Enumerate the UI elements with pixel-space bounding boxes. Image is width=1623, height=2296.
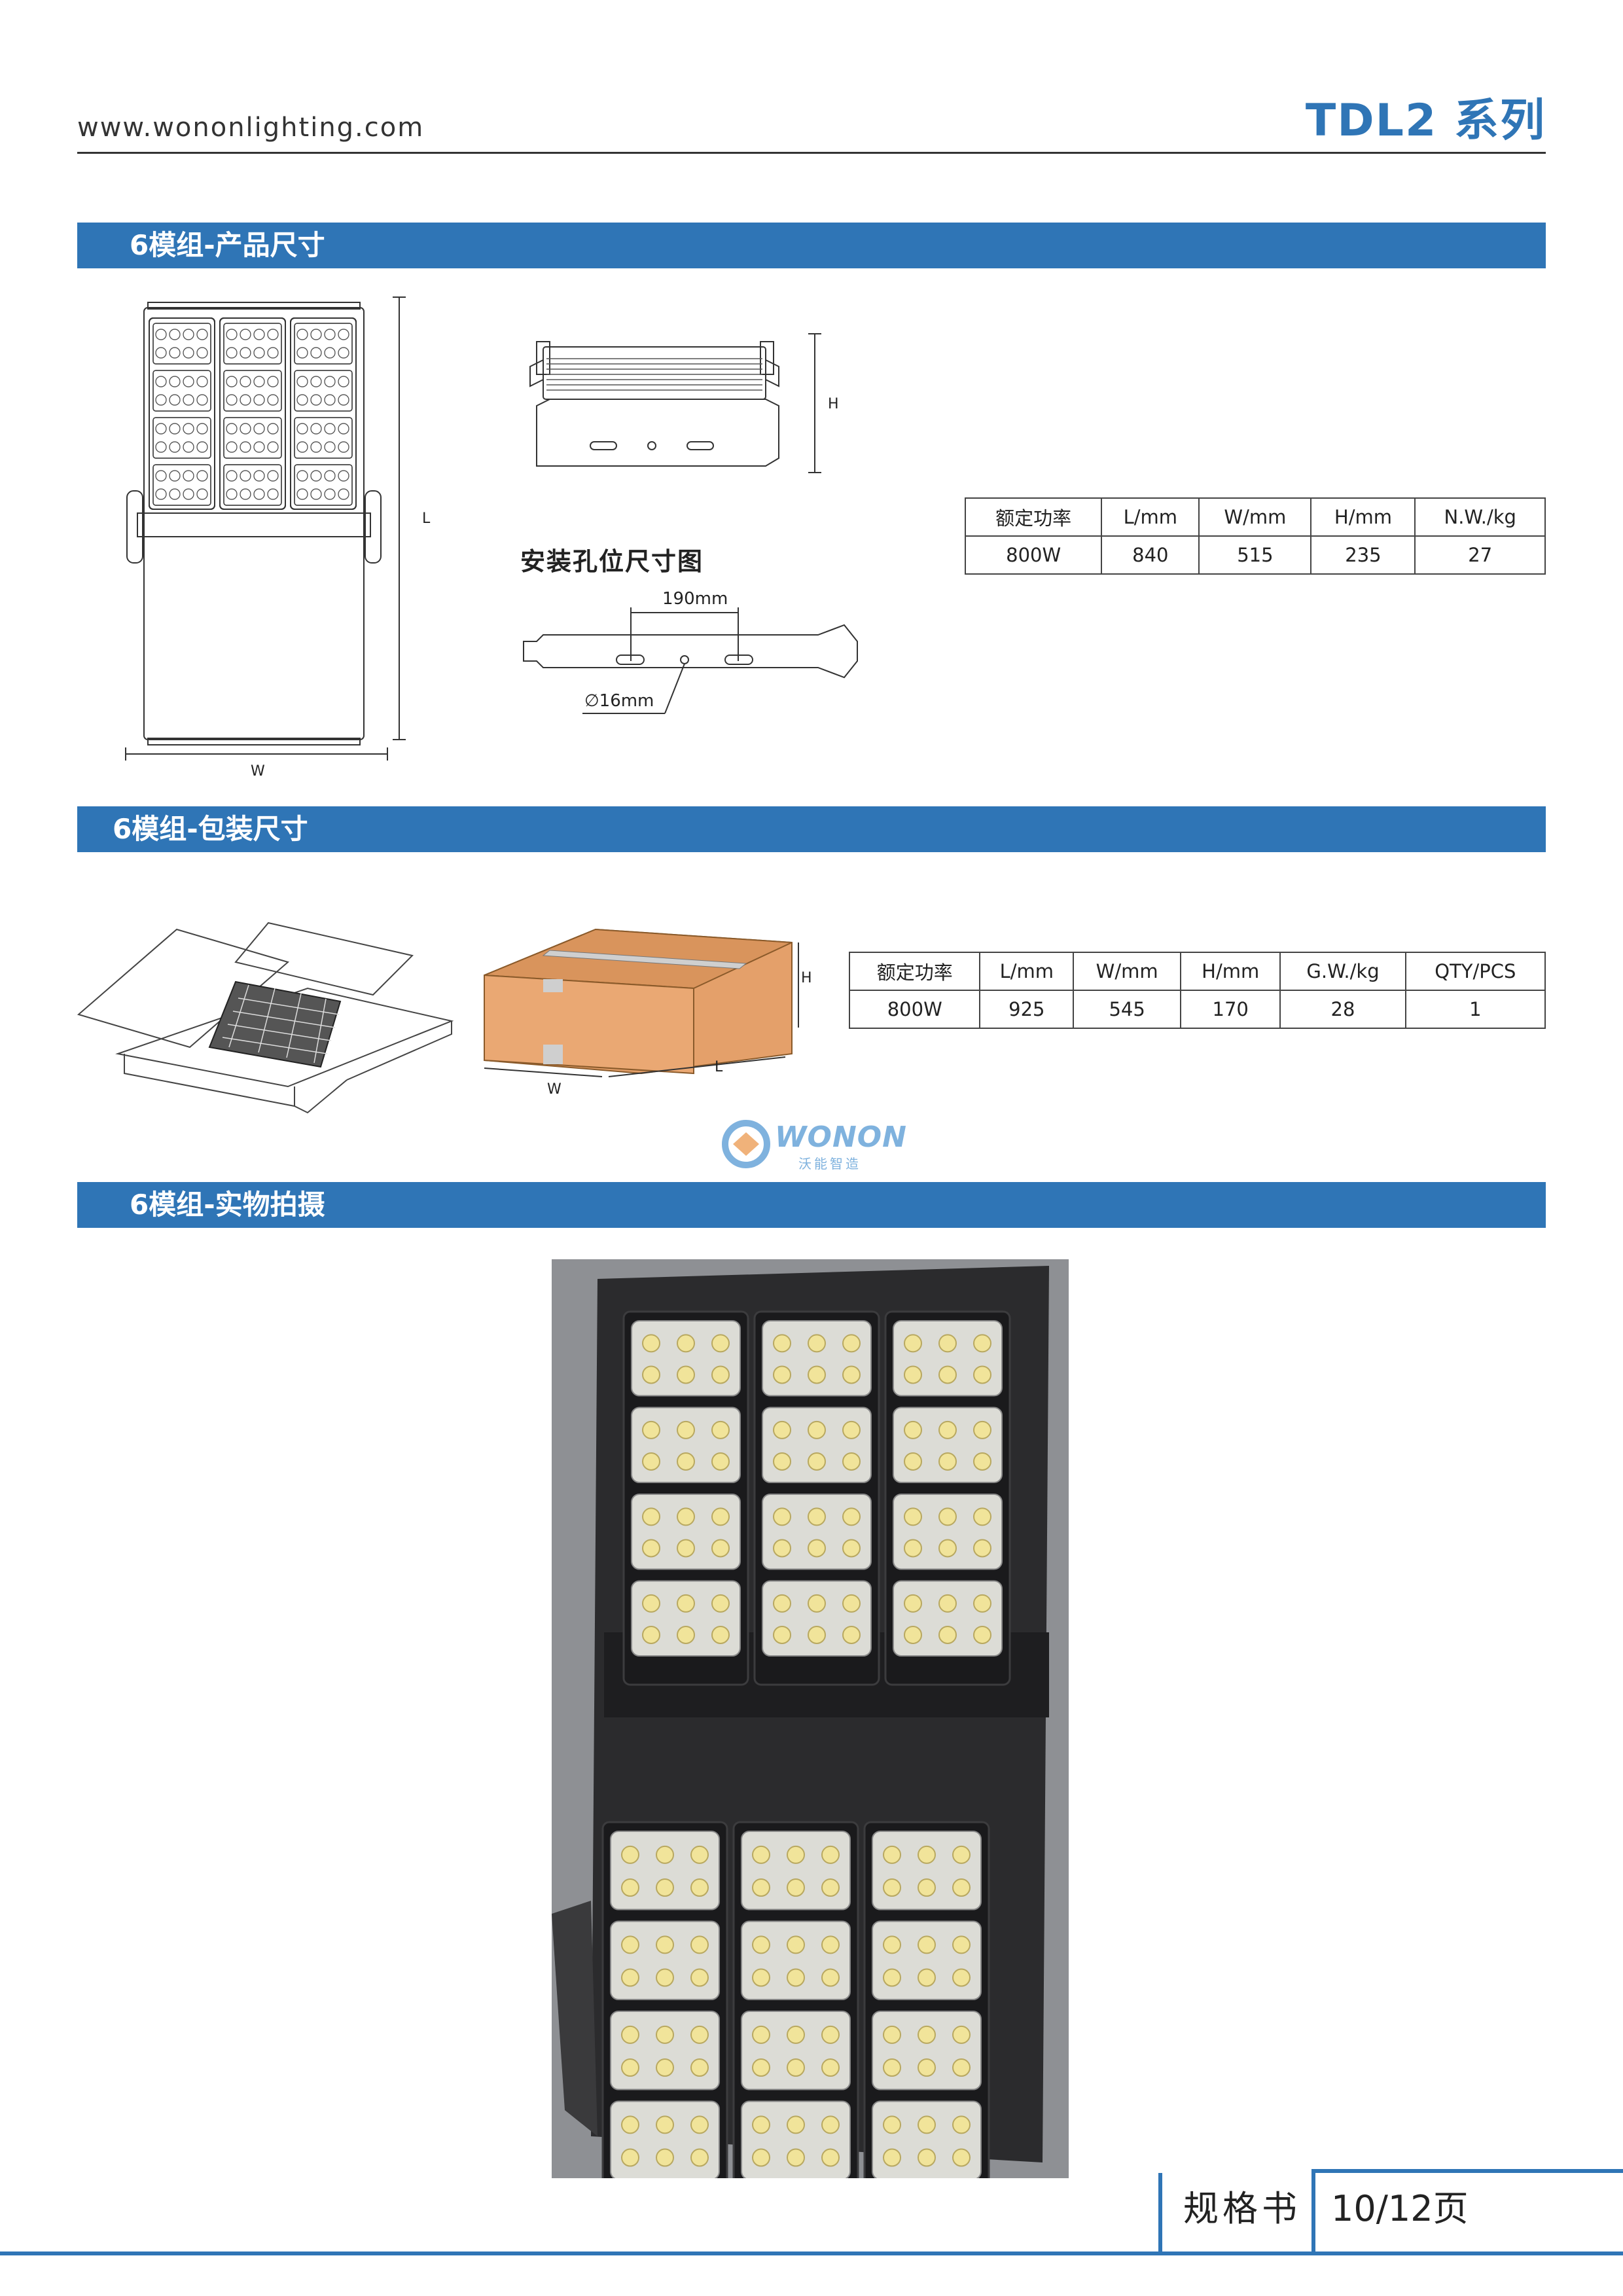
carton-dim-label-L: L: [715, 1059, 723, 1075]
table-header-cell: H/mm: [1310, 497, 1416, 537]
website-url: www.wononlighting.com: [77, 113, 425, 143]
product-spec-table: 额定功率 L/mm W/mm H/mm N.W./kg 800W 840 515…: [964, 497, 1546, 575]
product-photo: [552, 1259, 1069, 2178]
table-header-row: 额定功率 L/mm W/mm H/mm G.W./kg QTY/PCS: [848, 952, 1546, 991]
footer-line: [0, 2251, 1623, 2255]
logo-mark-icon: [722, 1120, 770, 1168]
table-cell: 170: [1180, 990, 1281, 1029]
table-header-row: 额定功率 L/mm W/mm H/mm N.W./kg: [964, 497, 1546, 537]
table-cell: 515: [1198, 535, 1312, 575]
table-cell: 28: [1279, 990, 1406, 1029]
table-header-cell: G.W./kg: [1279, 952, 1406, 991]
side-view-drawing: [529, 333, 821, 473]
table-cell: 1: [1404, 990, 1546, 1029]
table-header-cell: 额定功率: [964, 497, 1103, 537]
footer-doc-label: 规格书: [1183, 2188, 1301, 2229]
footer-top-line: [1311, 2169, 1623, 2173]
dim-label-H: H: [828, 396, 839, 412]
logo-tagline: 沃能智造: [798, 1156, 861, 1172]
table-row: 800W 840 515 235 27: [964, 535, 1546, 575]
carton-dim-label-H: H: [801, 970, 812, 986]
table-header-cell: W/mm: [1073, 952, 1182, 991]
wonon-logo: WONON 沃能智造: [720, 1118, 910, 1172]
mount-hole-drawing: [523, 607, 858, 714]
table-header-cell: L/mm: [979, 952, 1075, 991]
logo-brand: WONON: [775, 1121, 907, 1154]
table-cell: 800W: [964, 535, 1103, 575]
footer-separator: [1158, 2173, 1162, 2255]
front-view-drawing: [125, 296, 406, 761]
footer-separator: [1311, 2173, 1315, 2255]
table-header-cell: QTY/PCS: [1404, 952, 1546, 991]
footer-page-number: 10/12页: [1331, 2188, 1469, 2229]
open-box-drawing: [77, 922, 454, 1114]
table-header-cell: H/mm: [1180, 952, 1281, 991]
series-title: TDL2 系列: [1305, 95, 1546, 147]
table-header-cell: W/mm: [1198, 497, 1312, 537]
package-spec-table: 额定功率 L/mm W/mm H/mm G.W./kg QTY/PCS 800W…: [848, 952, 1546, 1029]
section-bar-photo: 6模组-实物拍摄: [77, 1182, 1546, 1228]
section-bar-product-dims: 6模组-产品尺寸: [77, 223, 1546, 268]
table-cell: 235: [1310, 535, 1416, 575]
header-divider: [77, 152, 1546, 154]
table-row: 800W 925 545 170 28 1: [848, 990, 1546, 1029]
table-cell: 545: [1073, 990, 1182, 1029]
hole-diameter-label: ∅16mm: [584, 691, 654, 711]
carton-dim-label-W: W: [547, 1081, 562, 1098]
table-header-cell: L/mm: [1101, 497, 1200, 537]
product-photo-illustration: [552, 1266, 1049, 2178]
table-cell: 27: [1414, 535, 1546, 575]
table-cell: 925: [979, 990, 1075, 1029]
table-header-cell: 额定功率: [848, 952, 981, 991]
dim-label-W: W: [251, 763, 265, 780]
hole-spacing-label: 190mm: [662, 589, 728, 609]
section-bar-package-dims: 6模组-包装尺寸: [77, 806, 1546, 852]
carton-drawing: [484, 928, 799, 1077]
table-header-cell: N.W./kg: [1414, 497, 1546, 537]
table-cell: 800W: [848, 990, 981, 1029]
table-cell: 840: [1101, 535, 1200, 575]
dim-label-L: L: [422, 511, 431, 527]
mount-hole-title: 安装孔位尺寸图: [520, 547, 704, 576]
